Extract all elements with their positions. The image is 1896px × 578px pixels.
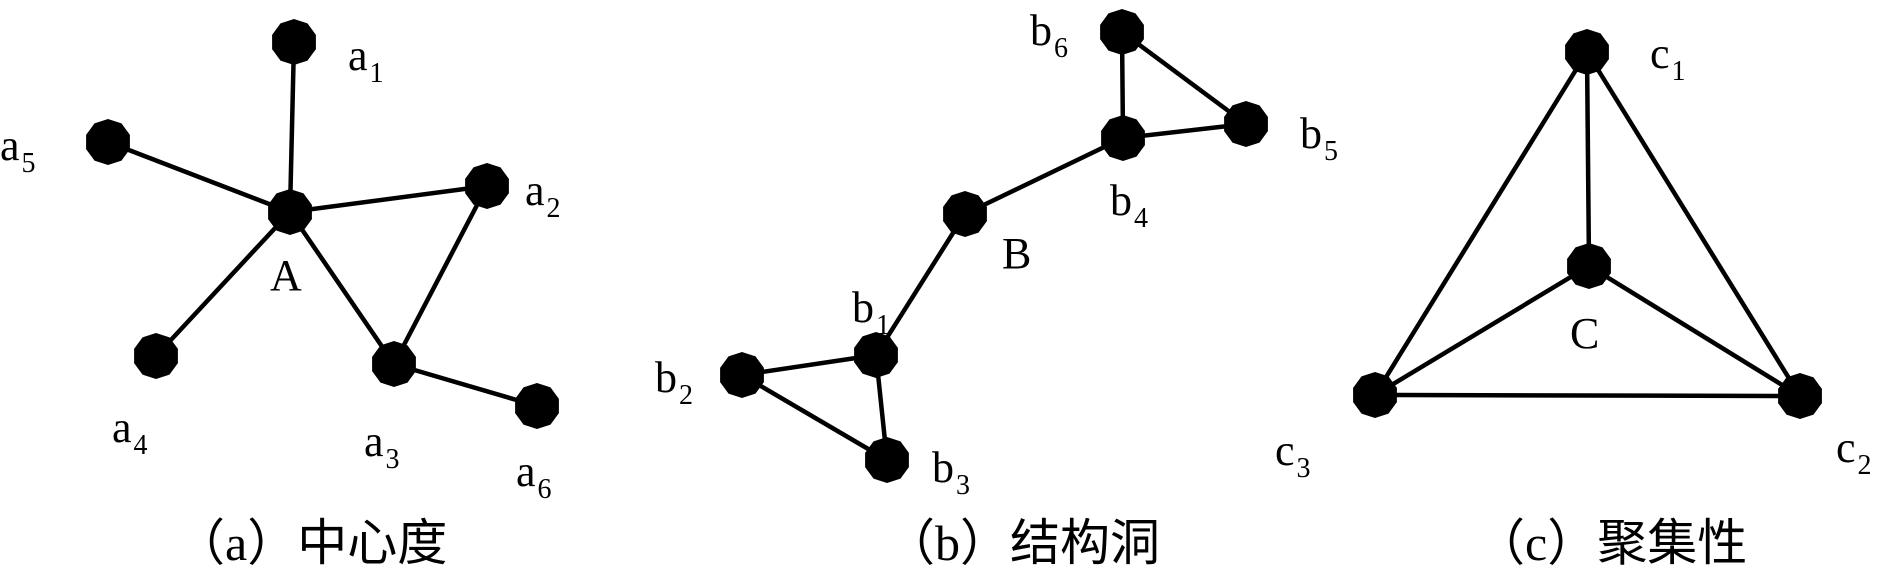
edge-c1-c3	[1372, 49, 1590, 398]
label-a4: a4	[112, 403, 148, 461]
edge-b2-b3	[739, 372, 890, 463]
node-b2	[720, 352, 764, 398]
label-b: B	[1002, 229, 1031, 278]
node-a5	[86, 119, 130, 165]
node-b4	[1101, 115, 1145, 161]
node-c2	[1778, 373, 1822, 419]
node-b	[943, 191, 987, 237]
node-b5	[1224, 101, 1268, 147]
label-b4: b4	[1110, 176, 1148, 234]
node-c	[1567, 243, 1611, 289]
node-a1	[272, 19, 316, 65]
label-c1: c1	[1650, 29, 1686, 87]
edge-b1-b	[873, 211, 968, 358]
node-b3	[865, 437, 909, 483]
label-c2: c2	[1836, 423, 1872, 481]
edge-a-a2	[287, 183, 490, 215]
node-a2	[465, 163, 509, 209]
label-b1: b1	[852, 283, 890, 341]
edge-a-a3	[287, 209, 397, 367]
label-a: A	[270, 251, 302, 300]
node-c3	[1353, 372, 1397, 418]
edge-a-a4	[153, 209, 293, 359]
node-a6	[515, 383, 559, 429]
edge-c-c2	[1586, 263, 1803, 399]
node-a3	[372, 341, 416, 387]
node-b1	[854, 332, 898, 378]
label-a1: a1	[348, 31, 384, 89]
node-b6	[1100, 9, 1144, 55]
edge-b1-b2	[739, 352, 879, 378]
label-a5: a5	[0, 121, 36, 179]
edge-c2-c3	[1372, 392, 1803, 399]
label-a2: a2	[525, 166, 561, 224]
label-b5: b5	[1300, 109, 1338, 167]
label-b3: b3	[932, 443, 970, 501]
label-c: C	[1570, 309, 1599, 358]
node-a	[268, 189, 312, 235]
caption-a: （a）中心度	[175, 515, 447, 571]
edge-c-c1	[1584, 49, 1592, 269]
node-c1	[1565, 29, 1609, 75]
edge-c-c3	[1372, 263, 1592, 398]
caption-c: （c）聚集性	[1475, 515, 1747, 571]
label-b2: b2	[655, 353, 693, 411]
label-c3: c3	[1275, 426, 1311, 484]
caption-b: （b）结构洞	[885, 515, 1160, 571]
edge-b5-b6	[1119, 29, 1249, 127]
label-b6: b6	[1030, 6, 1068, 64]
label-a6: a6	[516, 447, 552, 505]
edge-a-a5	[105, 139, 293, 215]
edge-c1-c2	[1584, 49, 1803, 399]
label-a3: a3	[364, 417, 400, 475]
edge-a3-a6	[391, 361, 540, 409]
nodes-layer	[86, 9, 1822, 483]
edge-b-b4	[962, 135, 1126, 217]
captions-layer: （a）中心度 （b）结构洞 （c）聚集性	[175, 515, 1747, 571]
edge-a-a1	[287, 39, 297, 215]
node-a4	[134, 333, 178, 379]
edge-a2-a3	[391, 183, 490, 367]
edges-layer	[105, 29, 1803, 463]
